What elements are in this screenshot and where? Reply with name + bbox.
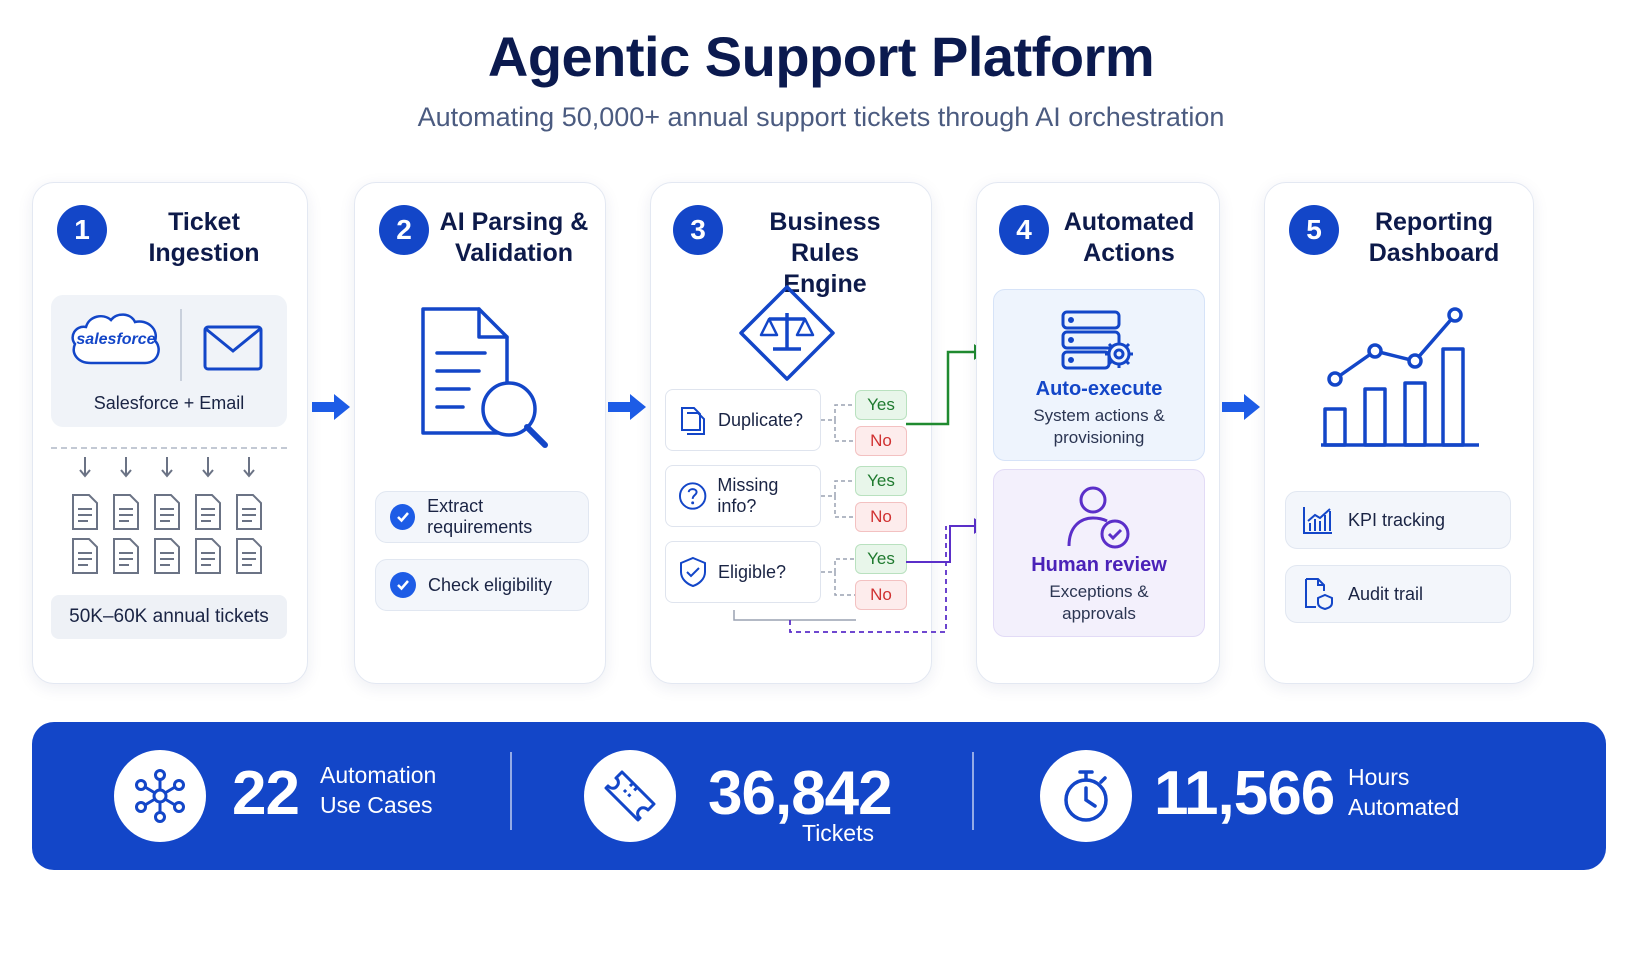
human-review-box: Human review Exceptions & approvals — [993, 469, 1205, 637]
stats-banner: 22 Automation Use Cases 36,842 Tickets 1… — [32, 722, 1606, 870]
question-icon — [678, 482, 707, 510]
auto-execute-box: Auto-execute System actions & provisioni… — [993, 289, 1205, 461]
no-badge: No — [855, 426, 907, 456]
person-check-icon — [1067, 486, 1130, 549]
check-item-label: Check eligibility — [428, 574, 553, 595]
ticket-icon — [584, 750, 676, 842]
checkmark-icon — [390, 572, 416, 598]
flow-arrow-icon — [608, 394, 646, 420]
step-title-line: Business Rules — [769, 208, 881, 267]
step-title-line: Engine — [783, 270, 867, 298]
page-subtitle: Automating 50,000+ annual support ticket… — [417, 102, 1225, 132]
step-number-badge: 4 — [999, 205, 1049, 255]
step-ai-parsing-card: 2 AI Parsing & Validation Extract requir… — [354, 182, 606, 684]
human-review-desc-line: approvals — [1062, 604, 1136, 623]
auto-execute-desc-line: provisioning — [1053, 428, 1145, 447]
checkmark-icon — [390, 504, 416, 530]
rule-label: Eligible? — [718, 561, 787, 582]
use-cases-value: 22 — [232, 759, 300, 828]
stat-divider — [510, 752, 512, 830]
step-title: Reporting Dashboard — [1349, 207, 1519, 269]
tickets-value: 36,842 — [708, 759, 893, 828]
step-title-line: Ingestion — [148, 239, 260, 267]
salesforce-cloud-icon — [71, 313, 160, 365]
step-number-badge: 3 — [673, 205, 723, 255]
step-number-badge: 5 — [1289, 205, 1339, 255]
step-title-line: Actions — [1083, 239, 1175, 267]
network-icon — [114, 750, 206, 842]
salesforce-logo-text: salesforce — [76, 331, 156, 348]
step-title-line: Reporting — [1374, 208, 1494, 236]
email-envelope-icon — [203, 325, 263, 371]
step-automated-actions-card: 4 Automated Actions Auto-execute System … — [976, 182, 1220, 684]
stat-label-line: Automated — [1348, 794, 1460, 820]
step-ticket-ingestion-card: 1 Ticket Ingestion salesforce Salesforce… — [32, 182, 308, 684]
growth-chart-icon — [1321, 307, 1479, 447]
report-item-label: KPI tracking — [1348, 509, 1446, 530]
stat-label-line: Use Cases — [320, 792, 433, 818]
audit-trail-item: Audit trail — [1285, 565, 1511, 623]
no-badge: No — [855, 502, 907, 532]
stat-label-line: Hours — [1348, 764, 1410, 790]
step-title: Business Rules Engine — [735, 207, 915, 300]
auto-execute-desc-line: System actions & — [1033, 406, 1165, 425]
auto-execute-desc: System actions & provisioning — [994, 405, 1204, 449]
document-search-icon — [421, 307, 548, 448]
eligible-rule: Eligible? — [665, 541, 821, 603]
rule-label: Missing info? — [717, 475, 779, 516]
rule-label: Duplicate? — [718, 409, 804, 430]
stat-divider — [972, 752, 974, 830]
hours-value: 11,566 — [1154, 759, 1335, 828]
annual-volume-badge: 50K–60K annual tickets — [51, 595, 287, 639]
flow-arrow-icon — [1222, 394, 1260, 420]
yes-badge: Yes — [855, 390, 907, 420]
yes-badge: Yes — [855, 466, 907, 496]
bar-chart-icon — [1303, 507, 1332, 534]
step-number-badge: 1 — [57, 205, 107, 255]
missing-info-rule: Missing info? — [665, 465, 821, 527]
rule-branch-connectors — [821, 404, 855, 596]
stat-label-line: Automation — [320, 762, 437, 788]
step-title-line: Automated — [1063, 208, 1195, 236]
duplicate-rule: Duplicate? — [665, 389, 821, 451]
check-eligibility-item: Check eligibility — [375, 559, 589, 611]
scales-diamond-icon — [739, 285, 835, 381]
decision-flow-connectors — [733, 344, 986, 633]
auto-execute-label: Auto-execute — [1035, 378, 1163, 400]
step-title-line: AI Parsing & — [439, 208, 589, 236]
page-title: Agentic Support Platform — [487, 25, 1155, 88]
step-title: Automated Actions — [1059, 207, 1199, 269]
step-number-badge: 2 — [379, 205, 429, 255]
step-title-line: Validation — [454, 239, 574, 267]
sources-panel: salesforce Salesforce + Email — [51, 295, 287, 427]
human-review-label: Human review — [1031, 554, 1167, 576]
duplicate-document-icon — [681, 407, 705, 435]
human-review-desc-line: Exceptions & — [1049, 582, 1149, 601]
check-item-label: Extract requirements — [427, 496, 533, 537]
document-shield-icon — [1305, 578, 1333, 611]
step-title-line: Ticket — [168, 208, 240, 236]
divider — [180, 309, 182, 381]
ticket-documents-icon — [72, 457, 262, 574]
extract-requirements-item: Extract requirements — [375, 491, 589, 543]
step-title: Ticket Ingestion — [119, 207, 289, 269]
kpi-tracking-item: KPI tracking — [1285, 491, 1511, 549]
sources-label: Salesforce + Email — [93, 393, 245, 413]
yes-badge: Yes — [855, 544, 907, 574]
hours-label: Hours Automated — [1348, 762, 1459, 822]
dashed-divider — [51, 447, 287, 449]
flow-arrow-icon — [312, 394, 350, 420]
no-badge: No — [855, 580, 907, 610]
step-title-line: Dashboard — [1368, 239, 1500, 267]
step-title: AI Parsing & Validation — [439, 207, 589, 269]
stopwatch-icon — [1040, 750, 1132, 842]
shield-check-icon — [680, 556, 706, 588]
report-item-label: Audit trail — [1348, 583, 1424, 604]
server-gear-icon — [1061, 310, 1133, 370]
step-business-rules-card: 3 Business Rules Engine Duplicate? Missi… — [650, 182, 932, 684]
human-review-desc: Exceptions & approvals — [994, 581, 1204, 625]
use-cases-label: Automation Use Cases — [320, 760, 436, 820]
step-reporting-dashboard-card: 5 Reporting Dashboard KPI tracking Audit… — [1264, 182, 1534, 684]
tickets-label: Tickets — [802, 820, 874, 846]
